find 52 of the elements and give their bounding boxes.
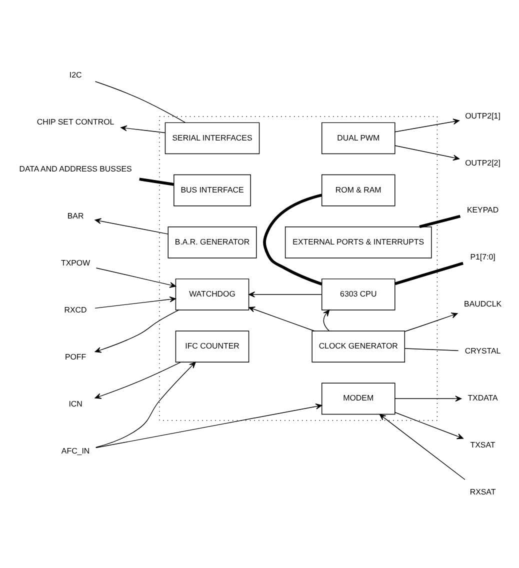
node-box: EXTERNAL PORTS & INTERRUPTS [284, 226, 432, 258]
arrow [394, 118, 459, 132]
node-box: SERIAL INTERFACES [164, 122, 260, 154]
node-box: BUS INTERFACE [173, 174, 250, 206]
node-text: OUTP2[2] [464, 158, 500, 168]
arrow [95, 268, 176, 288]
arrow [394, 412, 463, 440]
node-text: BAUDCLK [464, 300, 502, 309]
arrow [378, 414, 465, 480]
node-box: B.A.R. GENERATOR [167, 226, 256, 258]
arrow [394, 396, 462, 402]
arrow [248, 306, 314, 332]
connector [94, 81, 186, 123]
arrow [248, 292, 322, 298]
arrow [394, 145, 459, 161]
node-text: RXCD [64, 305, 86, 314]
connector [262, 194, 322, 286]
node-box: IFC COUNTER [174, 330, 249, 362]
node-text: KEYPAD [466, 206, 498, 215]
arrow [95, 362, 196, 448]
node-text: OUTP2[1] [464, 112, 500, 121]
node-text: POFF [64, 352, 86, 362]
node-text: I2C [68, 70, 82, 80]
node-text: DATA AND ADDRESS BUSSES [18, 164, 132, 174]
node-box: WATCHDOG [174, 278, 249, 310]
node-text: BAR [66, 211, 84, 220]
node-text: TXSAT [470, 440, 495, 450]
node-text: ICN [68, 399, 82, 408]
node-text: TXDATA [467, 394, 498, 403]
arrow [322, 310, 330, 332]
arrow [404, 312, 458, 332]
node-text: TXPOW [60, 258, 90, 268]
arrow [94, 404, 322, 448]
node-box: 6303 CPU [320, 278, 395, 310]
arrow [94, 362, 180, 399]
node-text: CHIP SET CONTROL [36, 117, 114, 126]
arrow [94, 296, 176, 309]
node-text: RXSAT [469, 488, 496, 497]
connector [138, 178, 174, 186]
node-box: ROM & RAM [320, 174, 395, 206]
arrow [120, 125, 165, 134]
arrow [94, 218, 168, 234]
connector [404, 348, 458, 352]
node-box: MODEM [320, 382, 395, 415]
node-box: DUAL PWM [320, 122, 395, 154]
node-text: CRYSTAL [464, 346, 500, 356]
node-box: CLOCK GENERATOR [311, 330, 405, 362]
node-text: P1[7:0] [470, 252, 495, 262]
connector [394, 262, 463, 286]
arrow [94, 310, 179, 353]
node-text: AFC_IN [60, 446, 90, 456]
connector [418, 214, 460, 228]
